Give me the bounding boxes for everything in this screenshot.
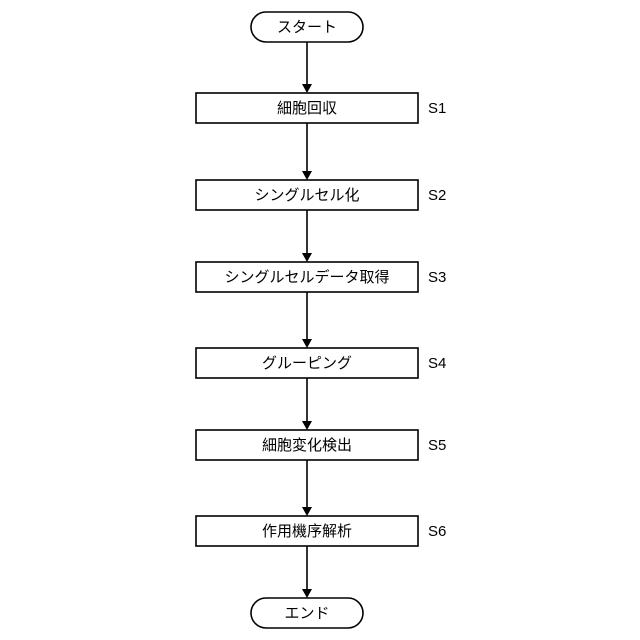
arrow-s1-to-s2 <box>302 123 312 180</box>
step-id-s1: S1 <box>428 100 446 117</box>
start-terminal: スタート <box>251 12 363 42</box>
process-step-s1: 細胞回収 S1 <box>196 93 446 123</box>
process-step-s2-label: シングルセル化 <box>254 186 359 204</box>
process-step-s5: 細胞変化検出 S5 <box>196 430 446 460</box>
arrow-start-to-s1 <box>302 42 312 93</box>
step-id-s6: S6 <box>428 523 446 540</box>
end-terminal: エンド <box>251 598 363 628</box>
arrow-s3-to-s4 <box>302 292 312 348</box>
step-id-s5: S5 <box>428 437 446 454</box>
arrow-s6-to-end <box>302 546 312 598</box>
step-id-s2: S2 <box>428 187 446 204</box>
process-step-s4-label: グルーピング <box>262 354 352 372</box>
process-step-s4: グルーピング S4 <box>196 348 446 378</box>
arrow-s2-to-s3 <box>302 210 312 262</box>
arrow-s5-to-s6 <box>302 460 312 516</box>
arrow-s4-to-s5 <box>302 378 312 430</box>
process-step-s6: 作用機序解析 S6 <box>196 516 446 546</box>
process-step-s5-label: 細胞変化検出 <box>262 436 352 454</box>
step-id-s3: S3 <box>428 269 446 286</box>
end-terminal-label: エンド <box>284 604 329 622</box>
process-step-s3-label: シングルセルデータ取得 <box>224 268 389 286</box>
process-step-s3: シングルセルデータ取得 S3 <box>196 262 446 292</box>
process-step-s6-label: 作用機序解析 <box>262 522 352 540</box>
process-step-s2: シングルセル化 S2 <box>196 180 446 210</box>
start-terminal-label: スタート <box>277 18 337 36</box>
step-id-s4: S4 <box>428 355 446 372</box>
process-step-s1-label: 細胞回収 <box>277 99 337 117</box>
